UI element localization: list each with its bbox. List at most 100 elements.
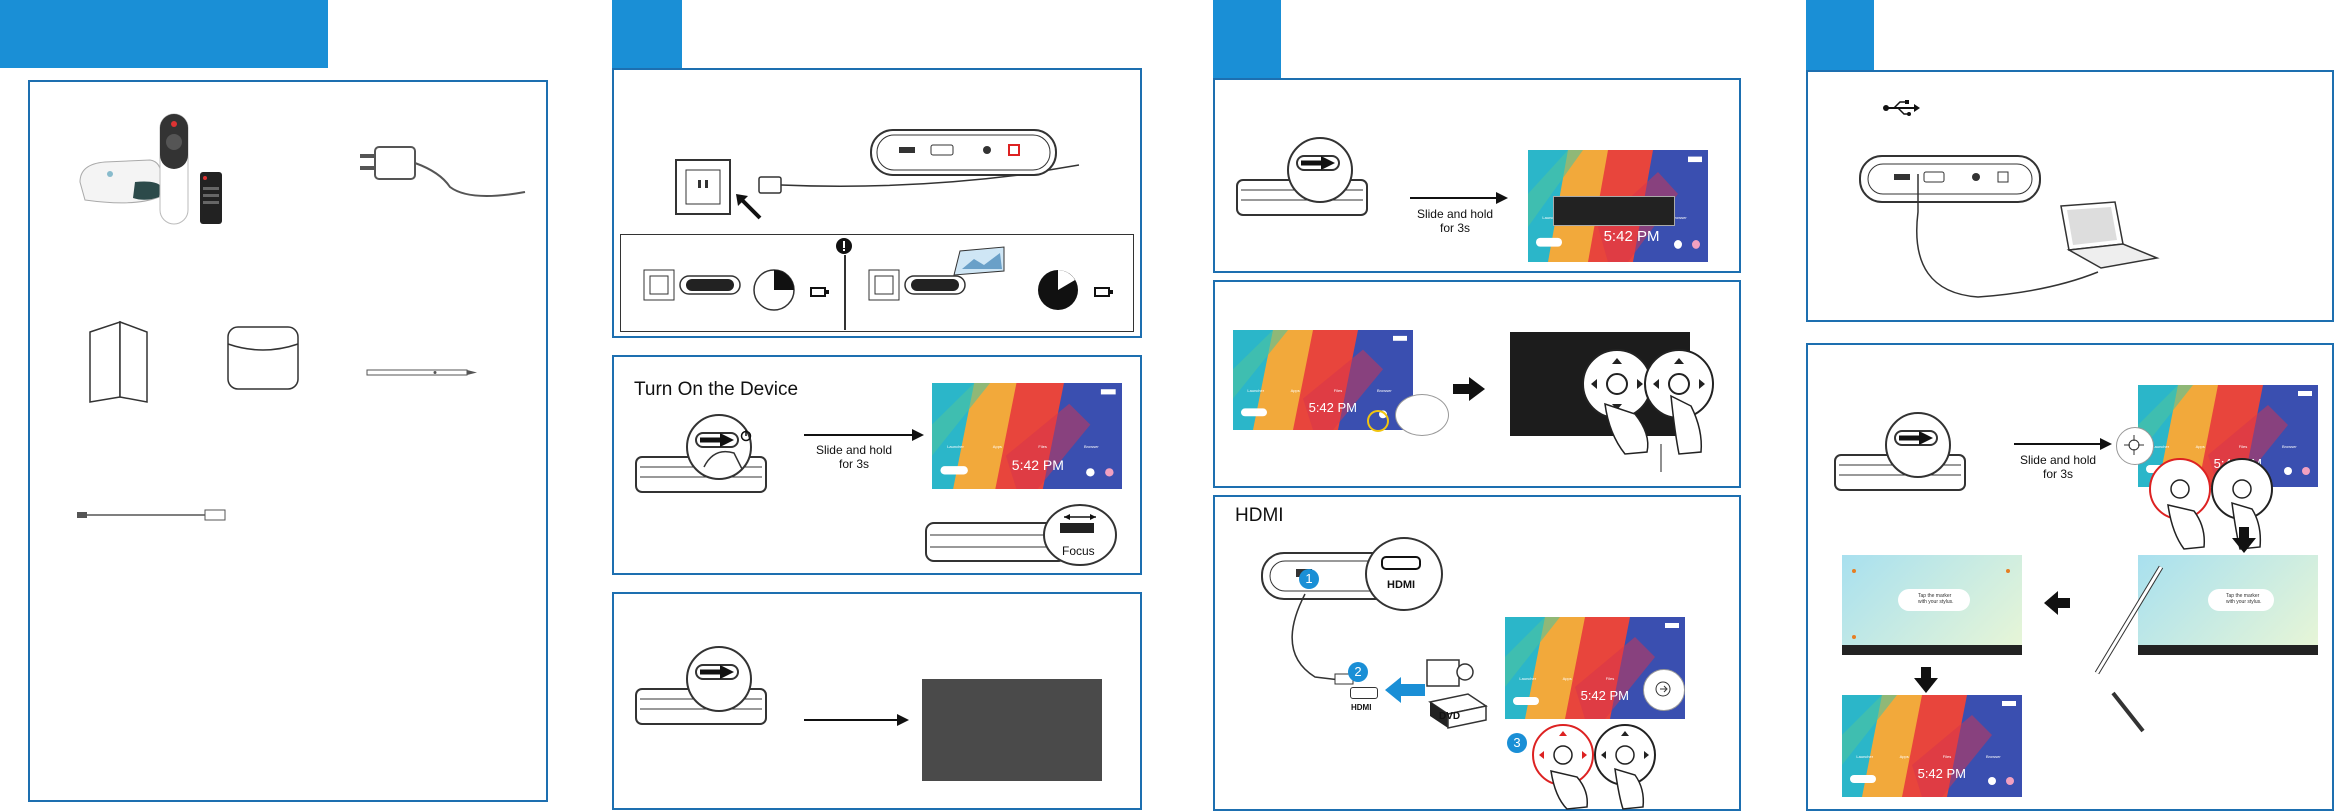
clock-time: 5:42 PM (1580, 688, 1630, 704)
step-badge-1: 1 (1299, 569, 1319, 589)
home-app-label: Launcher (1856, 754, 1874, 760)
projector-usb-illustration (1859, 155, 2041, 203)
projector-switch-illustration (635, 414, 767, 493)
package-contents-panel (28, 80, 548, 802)
wall-socket-illustration (675, 159, 731, 215)
remote-control-illustration (159, 113, 222, 225)
section-tab-usb (1806, 0, 1874, 70)
slide-hold-label-3: Slide and hold for 3s (1416, 207, 1494, 235)
usb-icon (1883, 100, 1920, 116)
calibration-marker-tl (1852, 569, 1856, 573)
arrow-right-icon-5 (2014, 443, 2102, 445)
hdmi-connector-label: HDMI (1351, 703, 1372, 712)
tip-text-2: Tap the marker with your stylus. (2226, 593, 2262, 605)
home-app-label: Files (1038, 444, 1047, 450)
home-app-label: Browser (1084, 444, 1099, 450)
arrow-plug-icon (736, 194, 762, 220)
indicator-divider (844, 255, 846, 330)
calibration-marker-tr (2006, 569, 2010, 573)
home-screen-thumbnail: 5:42 PM Launcher Apps Files Browser (932, 383, 1122, 489)
hdmi-panel: HDMI HDMI 1 2 HDMI DVD 5:42 P (1213, 495, 1741, 811)
turn-on-device-panel: Turn On the Device Slide and hold for 3s… (612, 355, 1142, 575)
crosshair-icon (2124, 435, 2144, 455)
section-tab-setup (1213, 0, 1281, 78)
projector-illustration (79, 159, 162, 204)
clock-time: 5:42 PM (1011, 457, 1064, 474)
stylus-calibration-panel: Slide and hold for 3s 5:42 PMLauncherApp… (1806, 343, 2334, 811)
blank-dark-screen (922, 679, 1102, 781)
socket-small-right (868, 269, 966, 301)
focus-label: Focus (1062, 544, 1095, 558)
home-app-label: Launcher (1519, 676, 1537, 682)
arrow-right-icon-4 (1453, 377, 1485, 401)
stylus-pen-illustration (366, 369, 477, 376)
calibration-marker-bl (1852, 635, 1856, 639)
home-app-label: Apps (992, 444, 1002, 450)
startup-screen-panel (612, 592, 1142, 810)
power-connection-panel (612, 68, 1142, 338)
arrow-left-blue-icon (1385, 677, 1425, 703)
arrow-right-head-5 (2100, 438, 2112, 450)
source-button-callout (1643, 669, 1685, 711)
slide-hold-label-5: Slide and hold for 3s (2019, 453, 2097, 481)
loading-dialog (1553, 196, 1675, 226)
usb-cable-illustration (77, 509, 226, 521)
clock-time: 5:42 PM (1917, 766, 1967, 782)
warning-icon (836, 238, 852, 254)
home-app-label: Launcher (1247, 388, 1265, 393)
power-icon (740, 430, 752, 442)
power-adapter-illustration (360, 146, 526, 197)
home-app-label: Launcher (1542, 214, 1560, 220)
section-tab-power (612, 0, 682, 68)
dpad-press-illustration (1532, 724, 1656, 810)
step-badge-2: 2 (1348, 662, 1368, 682)
laptop-illustration (2060, 201, 2160, 269)
slide-hold-panel: Slide and hold for 3s 5:42 PMLauncherApp… (1213, 78, 1741, 273)
home-app-label: Files (1605, 676, 1615, 682)
dvd-label: DVD (1439, 711, 1461, 722)
projector-switch-illustration-2 (635, 646, 767, 725)
arrow-right-head-3 (1496, 192, 1508, 204)
home-app-label: Files (1333, 388, 1343, 393)
clock-time: 5:42 PM (1308, 400, 1358, 415)
charging-icon (810, 287, 829, 297)
usb-cable-to-laptop (1916, 174, 2099, 298)
home-app-label: Apps (1899, 754, 1909, 760)
settings-highlight-ring (1367, 410, 1389, 432)
charging-icon-full (1094, 287, 1113, 297)
battery-quarter-pie (753, 269, 795, 311)
home-app-label: Apps (1290, 388, 1300, 393)
dvd-player-illustration (1428, 693, 1488, 729)
dpad-gesture-illustration (1582, 349, 1714, 472)
home-app-label: Files (2238, 444, 2248, 450)
home-app-label: Apps (2195, 444, 2205, 450)
section-tab-contents (0, 0, 328, 68)
stylus-tap-illustration (2094, 565, 2164, 733)
projected-image-small (953, 246, 1005, 276)
panel-title: Turn On the Device (634, 379, 799, 400)
charging-indicator-box (620, 234, 1134, 332)
power-cable-illustration (758, 164, 1080, 194)
arrow-right-head-2 (897, 714, 909, 726)
socket-small-left (643, 269, 741, 301)
projector-switch-illustration-3 (1236, 137, 1368, 216)
focus-ring-illustration (925, 504, 1117, 566)
source-icon (1655, 681, 1671, 697)
home-app-label: Launcher (947, 444, 964, 450)
clock-time: 5:42 PM (1603, 228, 1660, 246)
crosshair-callout (2116, 427, 2154, 465)
projector-switch-illustration-4 (1834, 412, 1966, 491)
home-app-label: Apps (1562, 676, 1572, 682)
calibration-taskbar-2 (2138, 645, 2318, 655)
hdmi-port-label: HDMI (1387, 579, 1416, 591)
user-manual-illustration (89, 320, 148, 403)
arrow-right-icon-2 (804, 719, 899, 721)
arrow-down-icon-2 (1914, 667, 1938, 693)
hdmi-port-callout (1365, 537, 1443, 611)
arrow-right-head (912, 429, 924, 441)
home-app-label: Launcher (2152, 444, 2170, 450)
tip-bubble-2 (2208, 589, 2274, 611)
carry-pouch-illustration (227, 326, 299, 390)
